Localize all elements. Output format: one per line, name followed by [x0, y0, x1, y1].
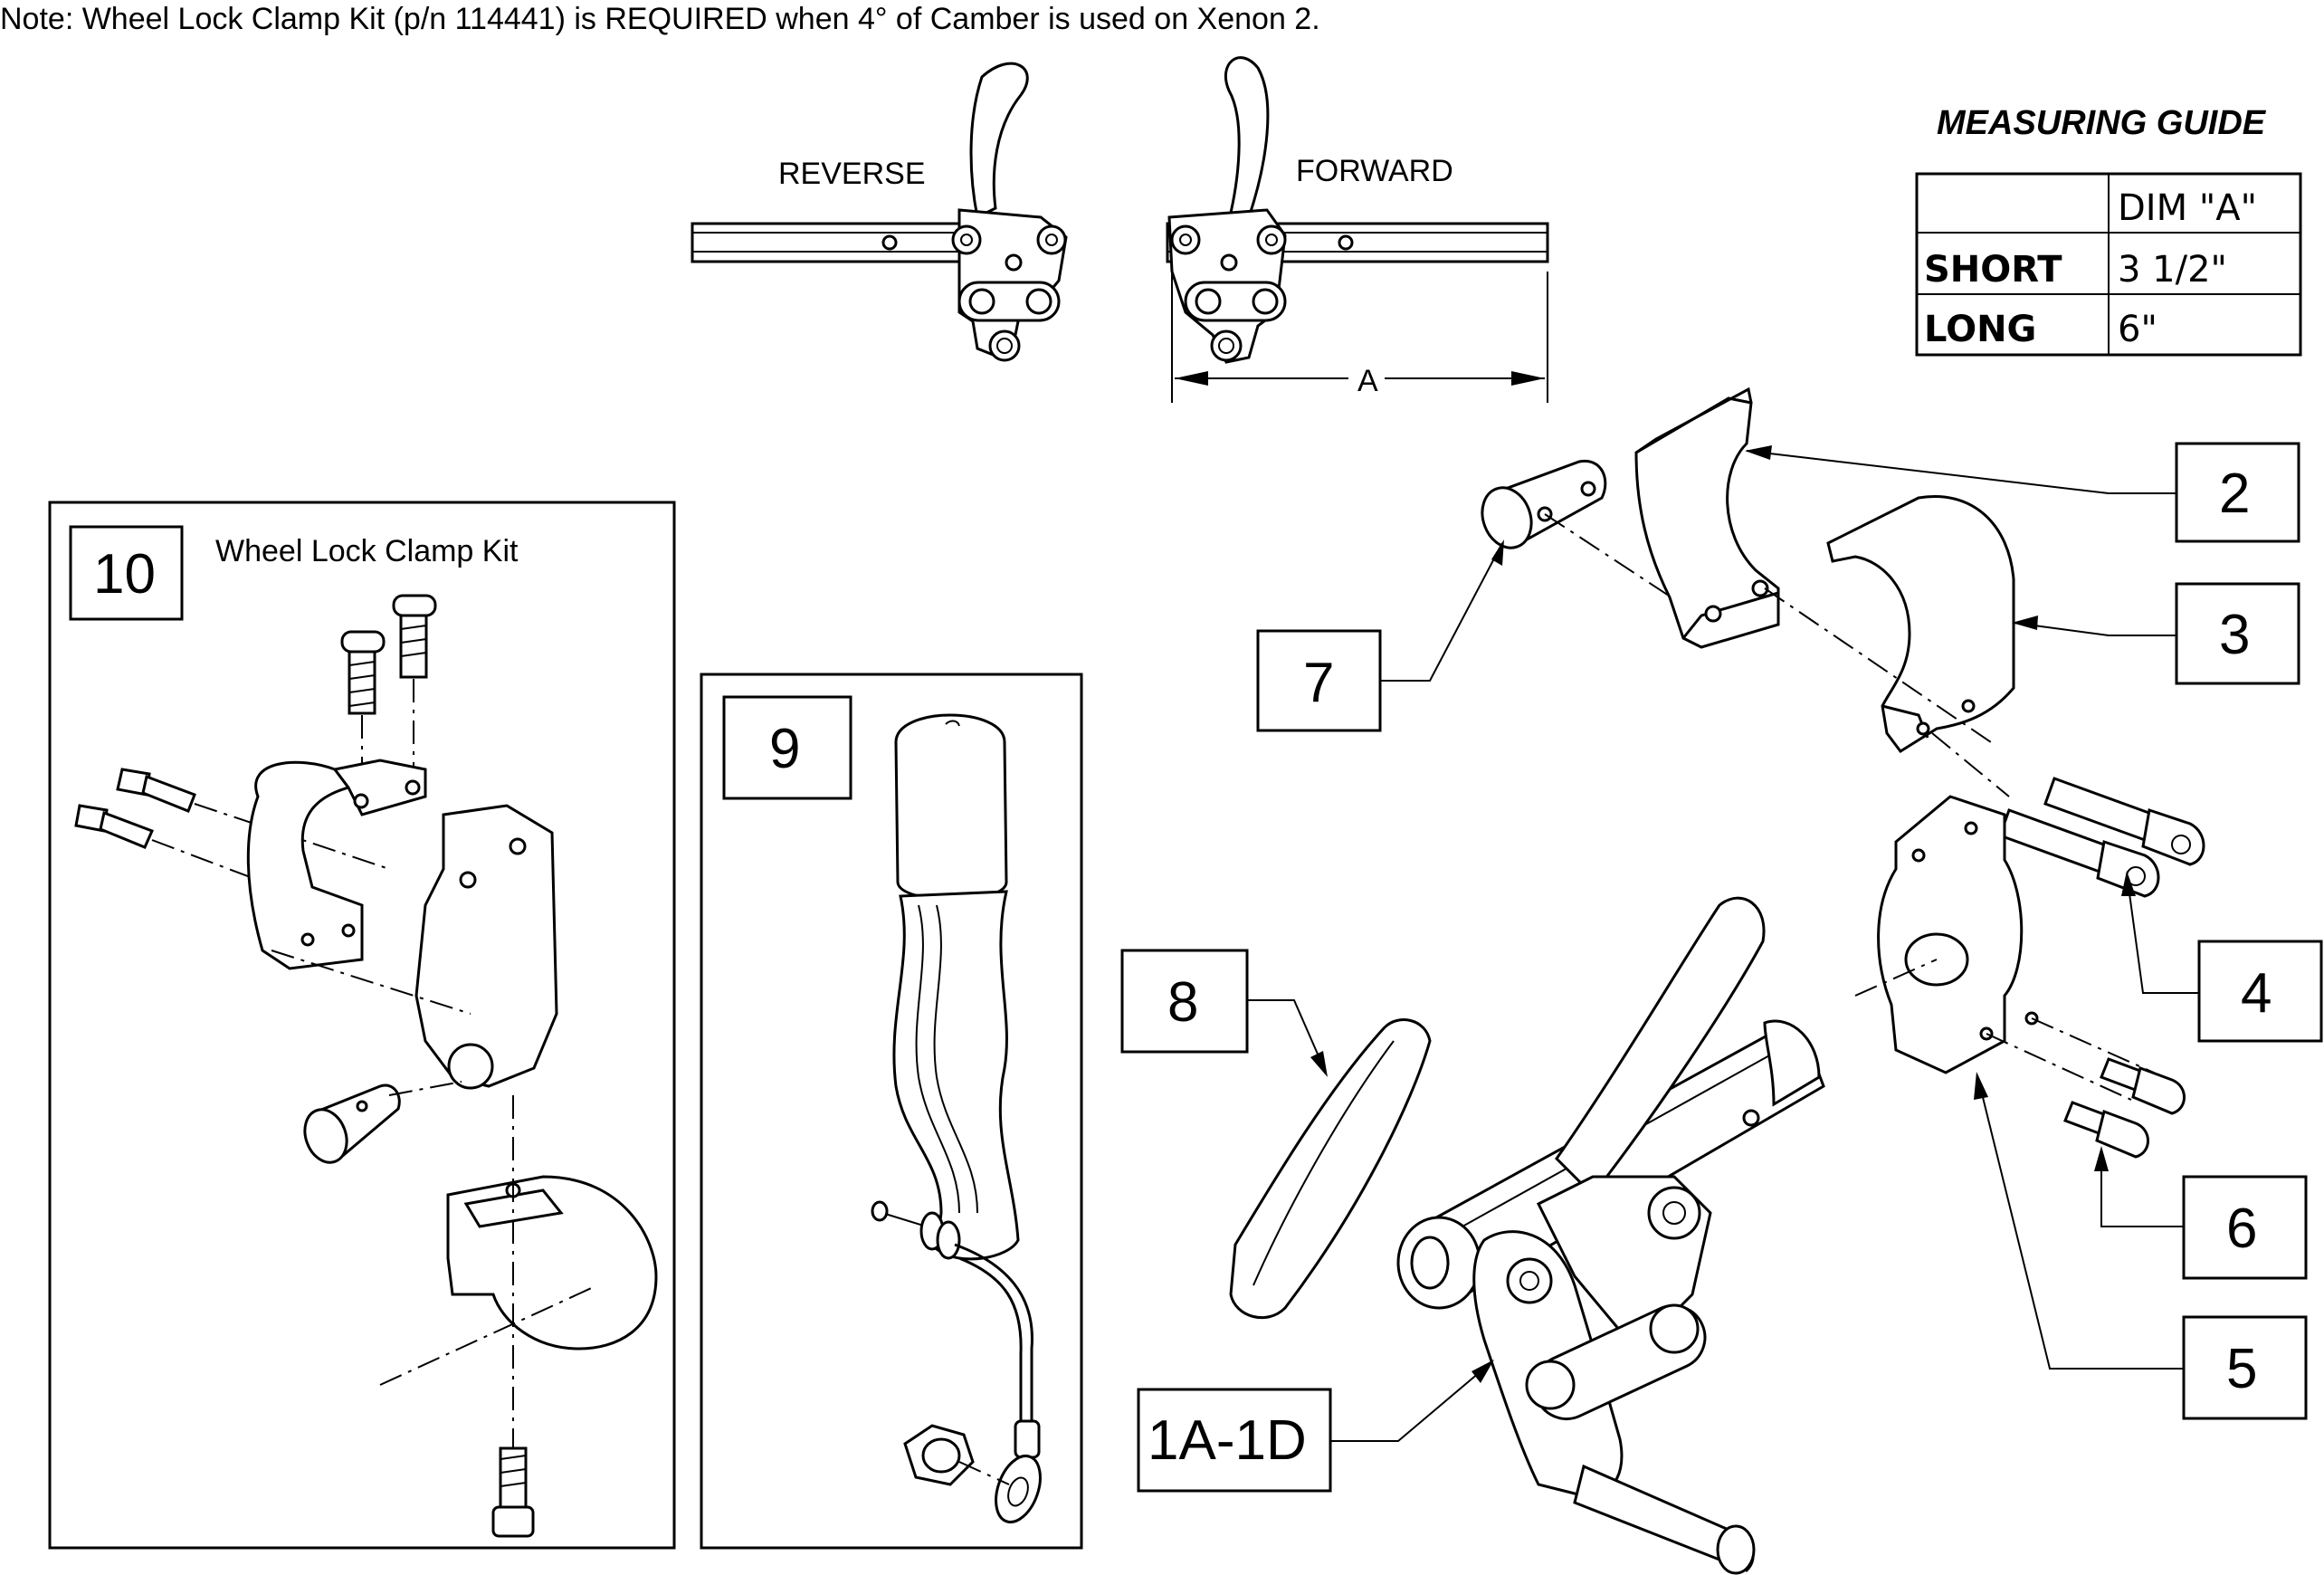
- callout-4: 4: [2121, 871, 2323, 1043]
- part-7-pin: [1481, 459, 1707, 621]
- measuring-guide-row-long-label: LONG: [1924, 309, 2036, 350]
- part-2-clamp-half: [1634, 387, 1780, 649]
- callout-5-number: 5: [2226, 1338, 2257, 1400]
- forward-lever-handle: [1224, 56, 1270, 219]
- kit-pin: [303, 1081, 462, 1164]
- callout-10-number: 10: [93, 543, 156, 606]
- part-5-clamp-block: [1854, 795, 2155, 1101]
- kit-title: Wheel Lock Clamp Kit: [215, 534, 519, 568]
- dimension-a: A: [1171, 272, 1548, 403]
- measuring-guide-row-short-label: SHORT: [1924, 249, 2062, 291]
- measuring-guide-title: MEASURING GUIDE: [1937, 104, 2267, 142]
- callout-8-number: 8: [1167, 971, 1198, 1034]
- kit-clamp-body: [246, 759, 558, 1090]
- measuring-guide-row-long-value: 6": [2118, 309, 2157, 350]
- callout-6: 6: [2094, 1146, 2308, 1280]
- part-3-clamp-half: [1764, 495, 2015, 754]
- callout-1a-1d: 1A-1D: [1137, 1360, 1494, 1493]
- callout-7-number: 7: [1303, 652, 1334, 714]
- callout-5: 5: [1974, 1072, 2308, 1420]
- part-6-screws: [2063, 1057, 2186, 1159]
- forward-label: FORWARD: [1296, 154, 1453, 188]
- kit-side-screws: [74, 768, 390, 915]
- grip-handle: [892, 713, 1020, 1261]
- wheel-lock-clamp-kit-panel: 10 Wheel Lock Clamp Kit: [48, 501, 676, 1550]
- measuring-guide-header-dim: DIM "A": [2118, 187, 2257, 229]
- callout-1a-1d-number: 1A-1D: [1148, 1409, 1307, 1472]
- forward-view: FORWARD: [1166, 56, 1549, 364]
- dimension-a-label: A: [1357, 364, 1378, 398]
- callout-9-number: 9: [769, 718, 800, 780]
- part-8-grip-pad: [1229, 1018, 1432, 1320]
- grip-extension-panel: 9: [700, 673, 1083, 1550]
- callout-3: 3: [2012, 582, 2300, 685]
- reverse-label: REVERSE: [778, 157, 926, 191]
- reverse-view: REVERSE: [691, 62, 1068, 362]
- kit-top-screws: [340, 594, 437, 801]
- wheel-lock-handle: [1555, 896, 1766, 1198]
- kit-lower-clamp: [379, 1095, 658, 1503]
- callout-7: 7: [1256, 539, 1504, 732]
- grip-nut: [903, 1424, 1010, 1486]
- kit-bottom-screw: [491, 1446, 535, 1538]
- callout-8: 8: [1120, 949, 1328, 1077]
- reverse-lever-handle: [969, 62, 1029, 220]
- callout-2: 2: [1745, 442, 2300, 543]
- compatibility-note: Note: Wheel Lock Clamp Kit (p/n 114441) …: [0, 2, 1320, 36]
- callout-2-number: 2: [2219, 463, 2250, 525]
- callout-6-number: 6: [2226, 1198, 2257, 1260]
- measuring-guide: MEASURING GUIDE DIM "A" SHORT 3 1/2" LON…: [1915, 104, 2302, 357]
- callout-4-number: 4: [2241, 962, 2272, 1025]
- measuring-guide-row-short-value: 3 1/2": [2118, 249, 2227, 291]
- part-1-wheel-lock: [1396, 896, 1825, 1575]
- callout-3-number: 3: [2219, 604, 2250, 666]
- grip-cable: [871, 1200, 1042, 1523]
